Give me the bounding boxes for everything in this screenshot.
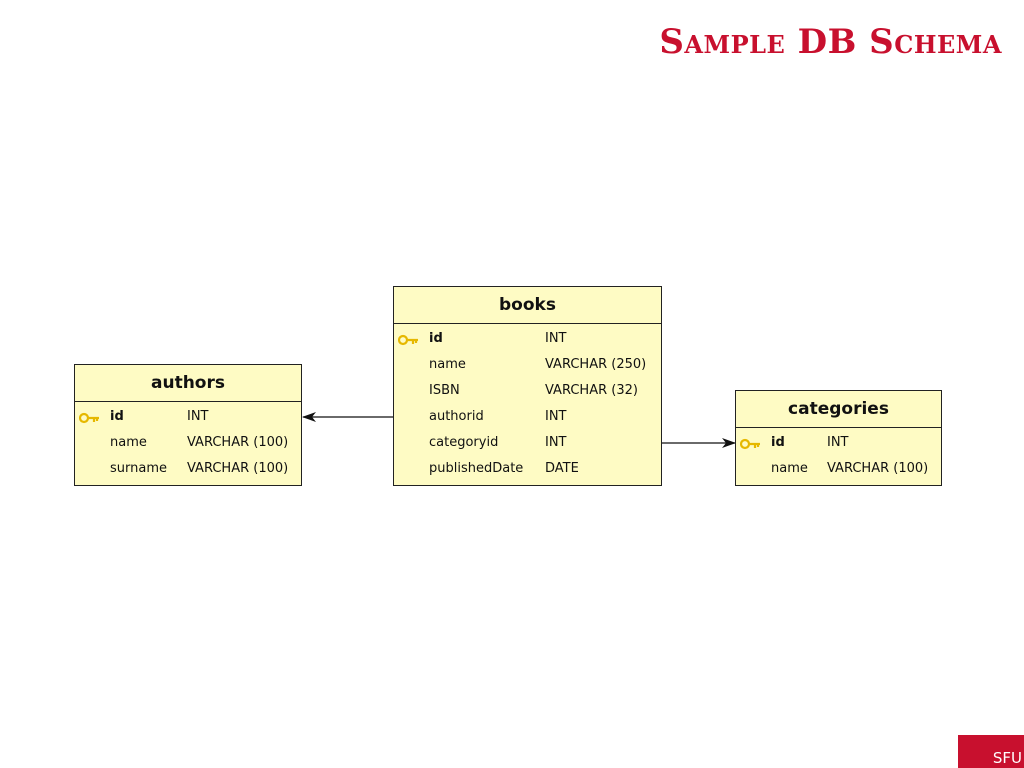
column-type: VARCHAR (250) — [545, 357, 647, 372]
column-row: id INT — [736, 430, 941, 456]
column-row: authorid INT — [394, 404, 661, 430]
column-name: publishedDate — [429, 461, 524, 476]
column-type: DATE — [545, 461, 579, 476]
column-row: id INT — [75, 404, 301, 430]
column-name: authorid — [429, 409, 484, 424]
column-row: surname VARCHAR (100) — [75, 456, 301, 482]
table-title: books — [394, 287, 661, 324]
column-list: id INT name VARCHAR (250) ISBN VARCHAR (… — [394, 324, 661, 482]
column-name: id — [110, 409, 124, 424]
column-row: id INT — [394, 326, 661, 352]
table-title: categories — [736, 391, 941, 428]
column-row: publishedDate DATE — [394, 456, 661, 482]
column-type: INT — [827, 435, 849, 450]
column-name: categoryid — [429, 435, 499, 450]
column-name: id — [771, 435, 785, 450]
key-icon — [398, 334, 418, 346]
column-type: INT — [545, 435, 567, 450]
column-list: id INT name VARCHAR (100) — [736, 428, 941, 482]
column-type: INT — [545, 331, 567, 346]
column-row: ISBN VARCHAR (32) — [394, 378, 661, 404]
column-name: name — [429, 357, 466, 372]
column-type: VARCHAR (100) — [827, 461, 929, 476]
column-row: name VARCHAR (250) — [394, 352, 661, 378]
table-books[interactable]: books id INT name VARCHAR (250) ISBN VAR… — [393, 286, 662, 486]
key-icon — [79, 412, 99, 424]
table-title: authors — [75, 365, 301, 402]
table-authors[interactable]: authors id INT name VARCHAR (100) surnam… — [74, 364, 302, 486]
column-name: name — [110, 435, 147, 450]
column-name: ISBN — [429, 383, 460, 398]
column-type: VARCHAR (32) — [545, 383, 638, 398]
column-name: name — [771, 461, 808, 476]
column-name: id — [429, 331, 443, 346]
table-categories[interactable]: categories id INT name VARCHAR (100) — [735, 390, 942, 486]
column-type: INT — [187, 409, 209, 424]
sfu-logo-text: SFU — [992, 749, 1022, 767]
column-name: surname — [110, 461, 167, 476]
column-type: INT — [545, 409, 567, 424]
column-row: name VARCHAR (100) — [75, 430, 301, 456]
slide-title: Sample DB Schema — [659, 22, 1002, 62]
sfu-logo: SFU — [958, 735, 1024, 768]
column-type: VARCHAR (100) — [187, 435, 289, 450]
column-row: name VARCHAR (100) — [736, 456, 941, 482]
column-list: id INT name VARCHAR (100) surname VARCHA… — [75, 402, 301, 482]
column-type: VARCHAR (100) — [187, 461, 289, 476]
column-row: categoryid INT — [394, 430, 661, 456]
key-icon — [740, 438, 760, 450]
